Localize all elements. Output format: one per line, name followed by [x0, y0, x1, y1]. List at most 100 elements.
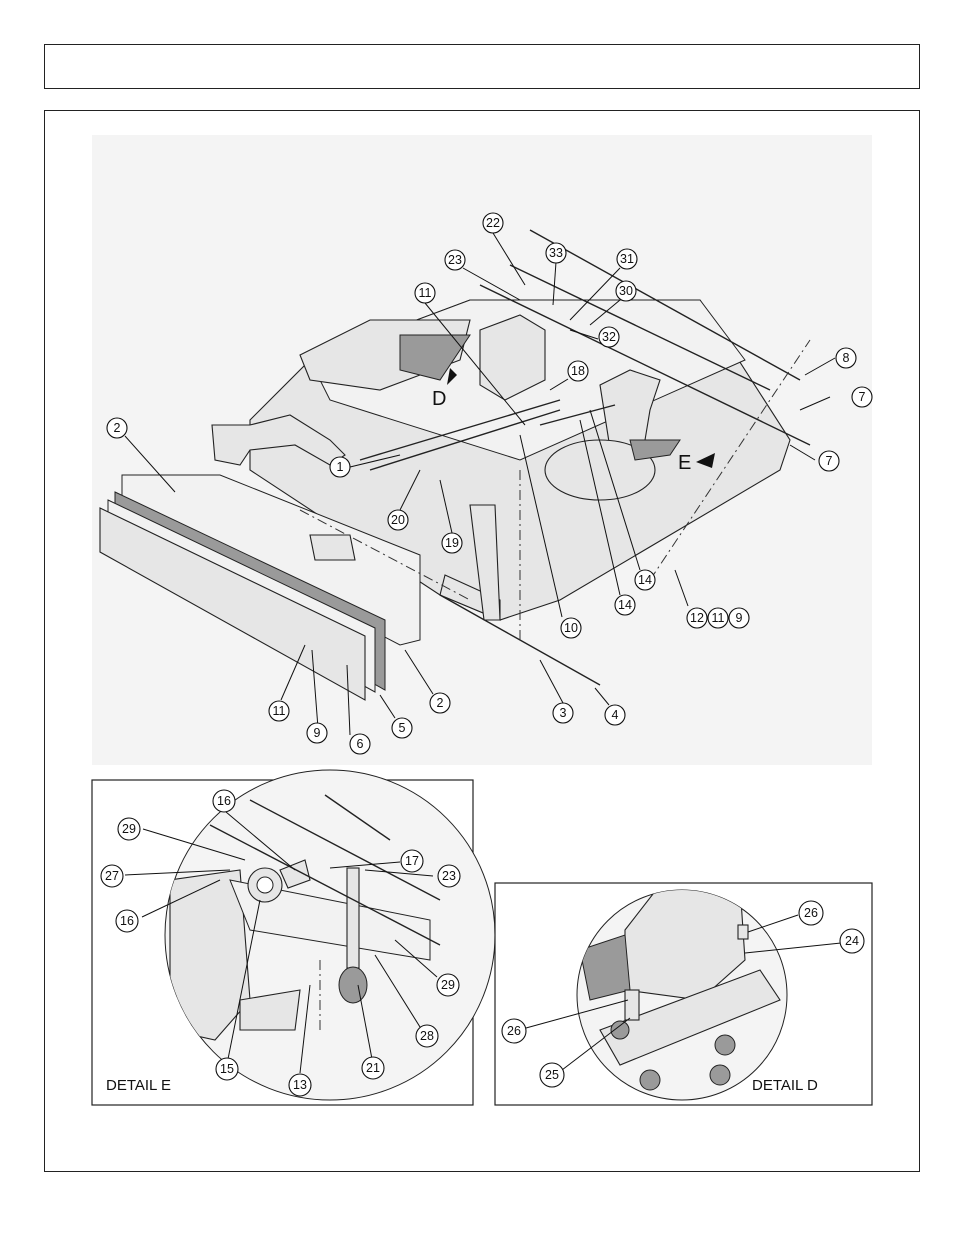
callout-20: 20: [387, 509, 409, 531]
center-bracket: [309, 534, 356, 561]
callout-e-29a: 29: [117, 817, 141, 841]
svg-text:10: 10: [564, 621, 578, 635]
callout-e-27: 27: [100, 864, 124, 888]
detail-e-deck-edge: [229, 879, 431, 961]
hose-upper: [509, 264, 771, 391]
hitch-arm-right: [469, 504, 501, 621]
callout-4: 4: [604, 704, 626, 726]
detail-e-bracket: [239, 989, 301, 1031]
callout-d-24: 24: [839, 928, 865, 954]
svg-text:31: 31: [620, 252, 634, 266]
svg-text:30: 30: [619, 284, 633, 298]
detail-d-fitting: [624, 989, 640, 1021]
svg-text:11: 11: [712, 611, 725, 625]
view-arrow-d: [447, 368, 457, 385]
detail-e-view: DETAIL E 16 16 17 29 27 23 29 28 15 13 2…: [91, 769, 496, 1106]
svg-text:26: 26: [804, 906, 818, 920]
svg-text:16: 16: [217, 794, 231, 808]
svg-text:14: 14: [618, 598, 632, 612]
callout-2b: 2: [429, 692, 451, 714]
callout-30: 30: [615, 280, 637, 302]
callout-d-26b: 26: [501, 1018, 527, 1044]
callout-32: 32: [598, 326, 620, 348]
svg-text:12: 12: [690, 611, 704, 625]
svg-text:22: 22: [486, 216, 500, 230]
callout-10: 10: [560, 617, 582, 639]
detail-e-hose-3: [324, 794, 391, 841]
svg-text:13: 13: [293, 1078, 307, 1092]
centerline-1: [299, 509, 471, 601]
detail-d-leaders: [525, 914, 842, 1071]
detail-d-tube: [599, 969, 781, 1066]
callout-e-17: 17: [400, 849, 424, 873]
callout-5: 5: [391, 717, 413, 739]
view-letter-d: D: [432, 388, 446, 410]
gearbox-shield: [399, 334, 471, 381]
detail-d-nut-4: [610, 1020, 630, 1040]
gearbox: [479, 314, 546, 401]
svg-text:27: 27: [105, 869, 119, 883]
callout-3: 3: [552, 702, 574, 724]
svg-text:23: 23: [448, 253, 462, 267]
callout-d-25: 25: [539, 1062, 565, 1088]
svg-text:25: 25: [545, 1068, 559, 1082]
callout-33: 33: [545, 242, 567, 264]
callout-d-26a: 26: [798, 900, 824, 926]
svg-text:15: 15: [220, 1062, 234, 1076]
detail-d-nut-3: [714, 1034, 736, 1056]
svg-text:18: 18: [571, 364, 585, 378]
svg-text:29: 29: [441, 978, 455, 992]
detail-e-hose-2: [209, 824, 441, 946]
svg-text:6: 6: [357, 737, 364, 751]
callout-8: 8: [835, 347, 857, 369]
detail-d-elbow: [737, 924, 749, 940]
callout-e-16b: 16: [115, 909, 139, 933]
callout-e-23: 23: [437, 864, 461, 888]
svg-text:26: 26: [507, 1024, 521, 1038]
shield-plate-front: [99, 507, 366, 701]
callout-9b: 9: [728, 607, 750, 629]
driveshaft: [359, 399, 561, 461]
callout-23: 23: [444, 249, 466, 271]
callout-2a: 2: [106, 417, 128, 439]
callout-e-13: 13: [288, 1073, 312, 1097]
callout-e-16a: 16: [212, 789, 236, 813]
svg-text:16: 16: [120, 914, 134, 928]
callout-11a: 11: [414, 282, 436, 304]
view-letter-e: E: [678, 452, 691, 474]
svg-text:9: 9: [314, 726, 321, 740]
svg-text:24: 24: [845, 934, 859, 948]
callout-14b: 14: [614, 594, 636, 616]
svg-text:7: 7: [859, 390, 866, 404]
detail-d-nut-1: [639, 1069, 661, 1091]
detail-e-leaders: [124, 811, 438, 1074]
svg-text:2: 2: [437, 696, 444, 710]
svg-text:5: 5: [399, 721, 406, 735]
lift-link: [629, 439, 681, 461]
detail-e-cylinder: [338, 966, 368, 1004]
callout-31: 31: [616, 248, 638, 270]
callout-9: 9: [306, 722, 328, 744]
svg-text:4: 4: [612, 708, 619, 722]
callout-e-21: 21: [361, 1056, 385, 1080]
svg-text:11: 11: [273, 704, 286, 718]
callout-e-29b: 29: [436, 973, 460, 997]
detail-d-nut-2: [709, 1064, 731, 1086]
callout-1: 1: [329, 456, 351, 478]
callout-6: 6: [349, 733, 371, 755]
callout-11c: 11: [707, 607, 729, 629]
detail-d-view: DETAIL D 26 24 26 25: [494, 882, 873, 1106]
callout-19: 19: [441, 532, 463, 554]
detail-d-label: DETAIL D: [752, 1077, 818, 1094]
svg-text:11: 11: [419, 286, 432, 300]
svg-text:29: 29: [122, 822, 136, 836]
svg-text:17: 17: [405, 854, 419, 868]
hose-lower: [479, 284, 811, 446]
svg-text:20: 20: [391, 513, 405, 527]
pivot-rod: [539, 404, 616, 426]
svg-text:28: 28: [420, 1029, 434, 1043]
svg-text:14: 14: [638, 573, 652, 587]
view-arrow-e: [696, 453, 715, 468]
svg-text:2: 2: [114, 421, 121, 435]
